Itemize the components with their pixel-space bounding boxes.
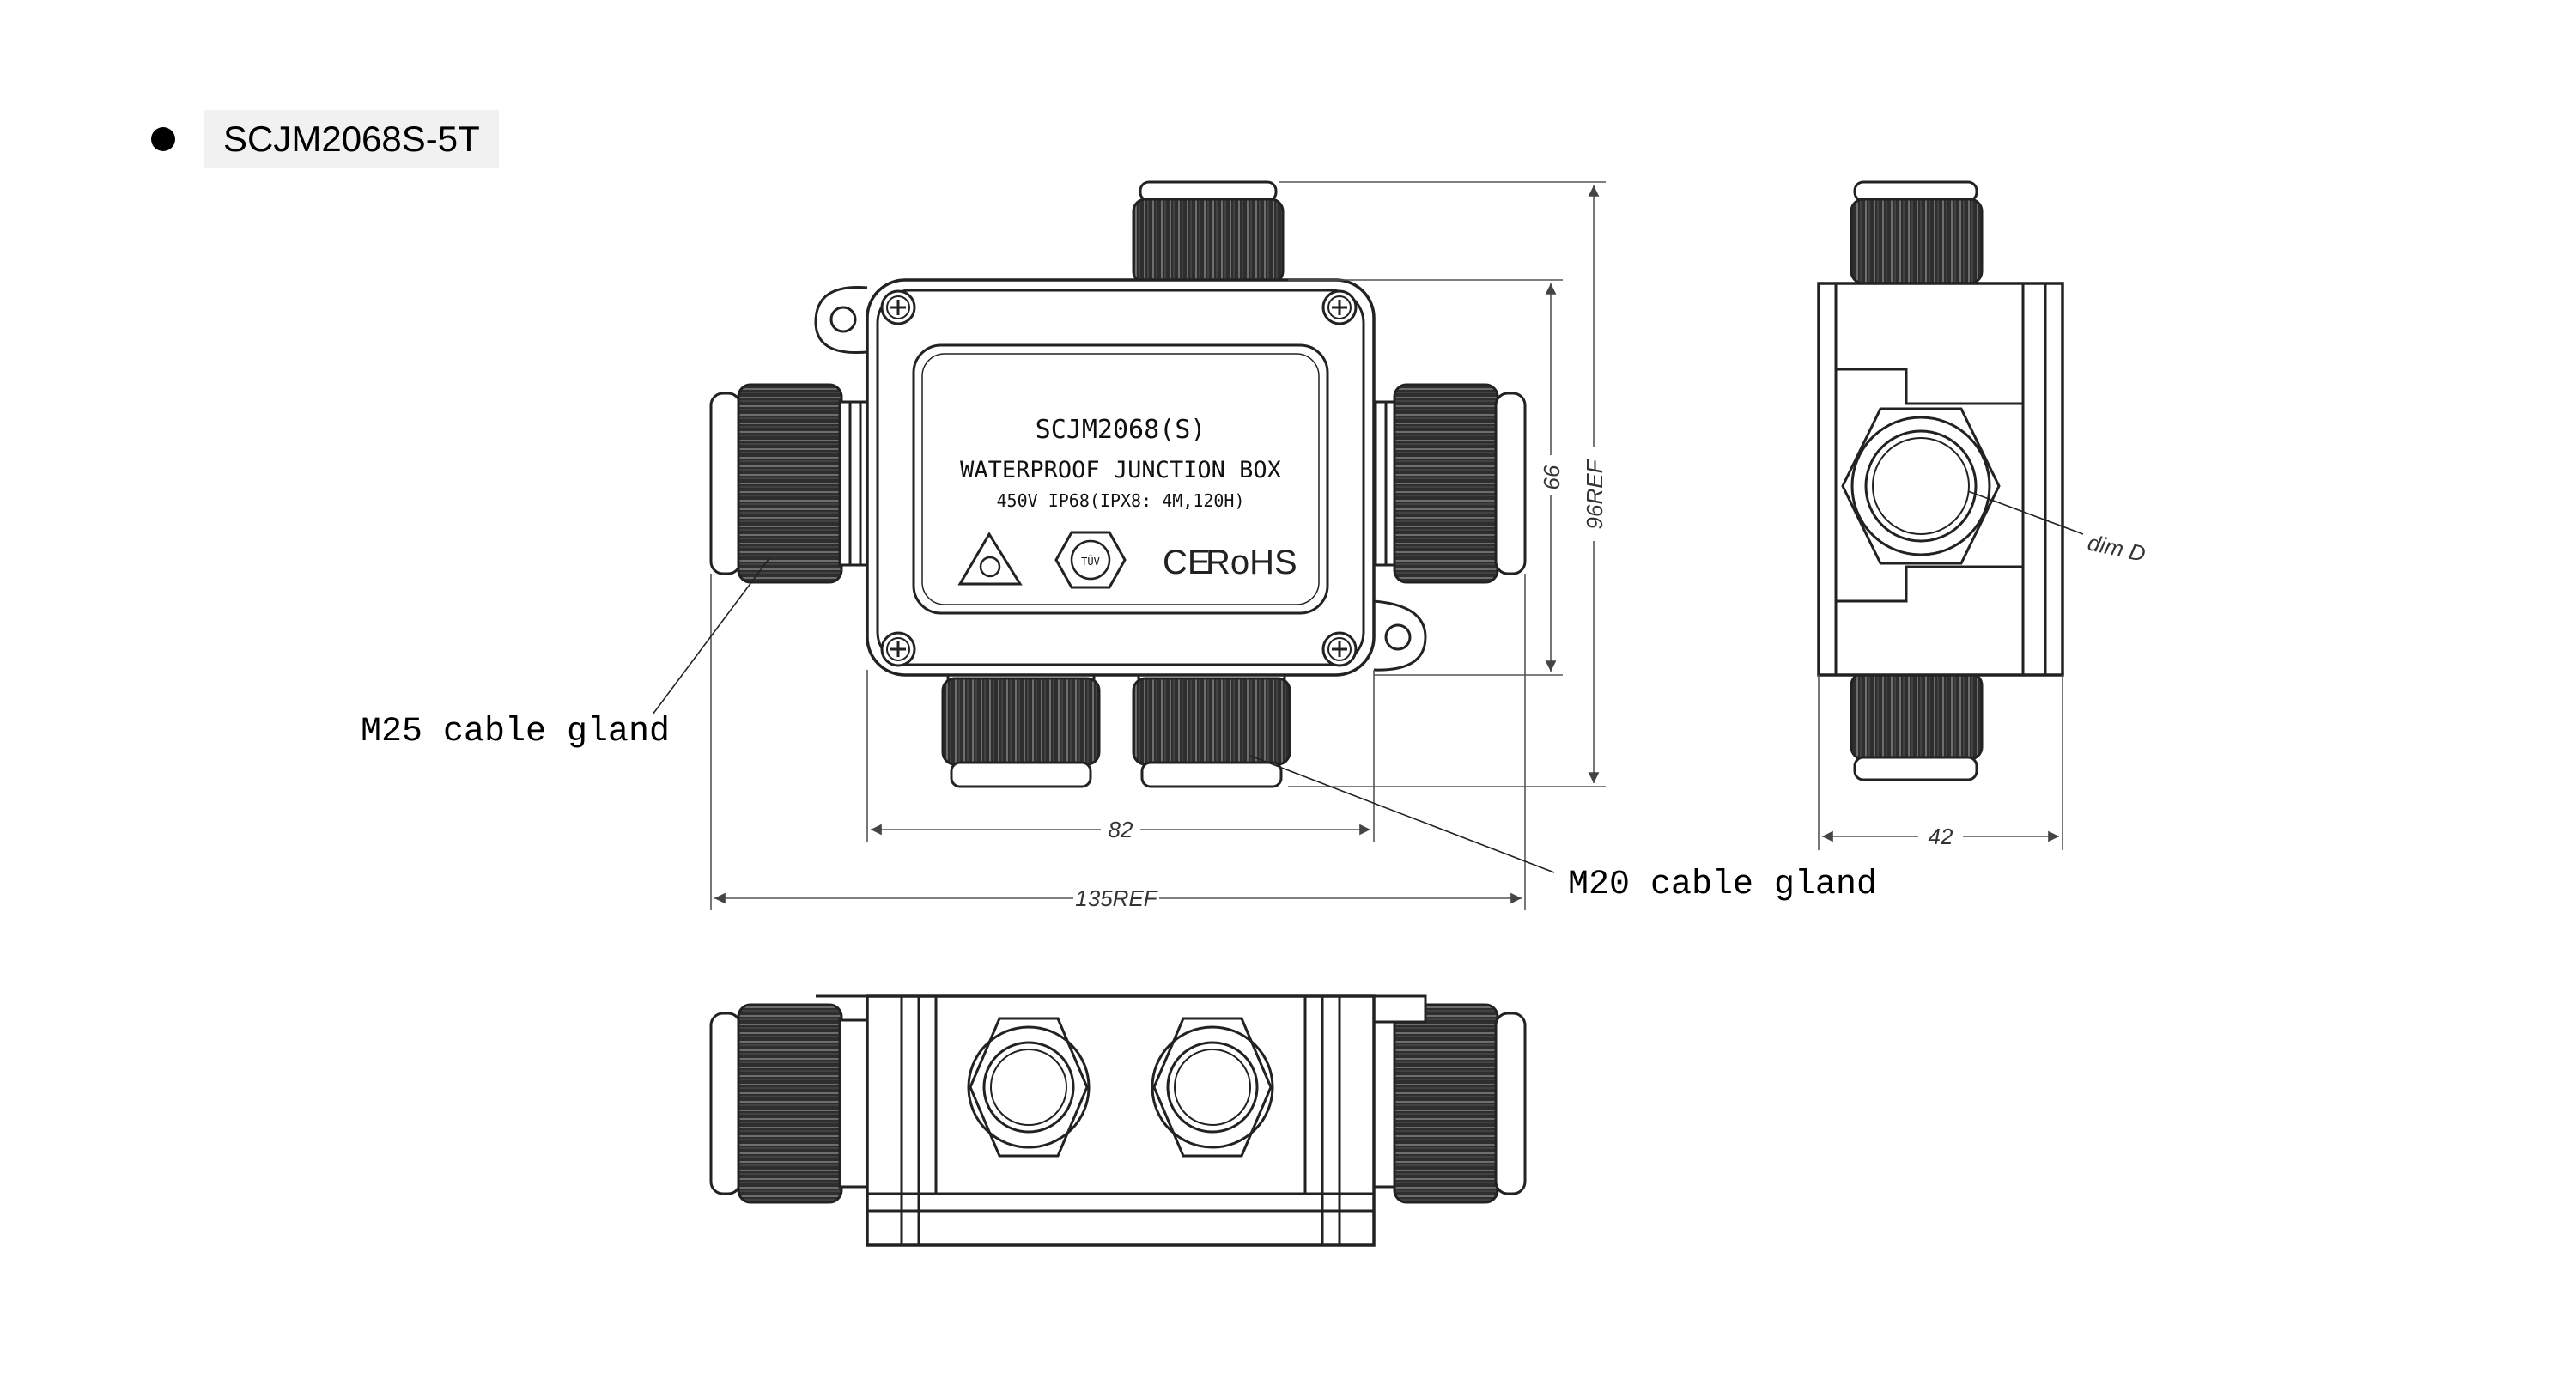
left-cable-gland-m25 bbox=[709, 383, 872, 584]
plate-rohs: RoHS bbox=[1206, 544, 1297, 581]
plate-tuv: TÜV bbox=[1081, 554, 1100, 568]
plate-spec: 450V IP68(IPX8: 4M,120H) bbox=[997, 490, 1245, 511]
bottom-gland-opening-left bbox=[967, 1017, 1091, 1158]
dim-width-body: 82 bbox=[1109, 817, 1133, 842]
bottom-gland-opening-right bbox=[1151, 1017, 1274, 1158]
dim-height-ref: 96REF bbox=[1582, 458, 1607, 529]
callout-m20: M20 cable gland bbox=[1568, 866, 1877, 904]
bottom-cable-gland-right-m20 bbox=[1132, 660, 1291, 788]
rcm-mark-icon bbox=[957, 532, 1023, 586]
dim-diameter: dim D bbox=[2086, 530, 2148, 567]
dim-depth: 42 bbox=[1929, 824, 1953, 849]
plate-name: WATERPROOF JUNCTION BOX bbox=[960, 457, 1281, 483]
bottom-view bbox=[709, 994, 1527, 1247]
dim-width-ref: 135REF bbox=[1075, 885, 1158, 911]
leader-m25 bbox=[652, 557, 770, 715]
title-block: SCJM2068S-5T bbox=[151, 110, 499, 168]
bottom-cable-gland-left bbox=[941, 660, 1101, 788]
drawing-title: SCJM2068S-5T bbox=[204, 110, 499, 168]
tuv-mark-icon bbox=[1054, 531, 1127, 589]
side-view bbox=[1817, 180, 2064, 781]
dim-height-inner: 66 bbox=[1539, 465, 1564, 489]
leader-m20 bbox=[1249, 755, 1555, 873]
plate-model: SCJM2068(S) bbox=[1036, 415, 1206, 445]
right-cable-gland bbox=[1364, 383, 1527, 584]
plate-ce: CE bbox=[1163, 544, 1211, 581]
bullet-icon bbox=[151, 127, 175, 151]
front-view bbox=[709, 180, 1527, 788]
callout-m25: M25 cable gland bbox=[361, 713, 670, 751]
